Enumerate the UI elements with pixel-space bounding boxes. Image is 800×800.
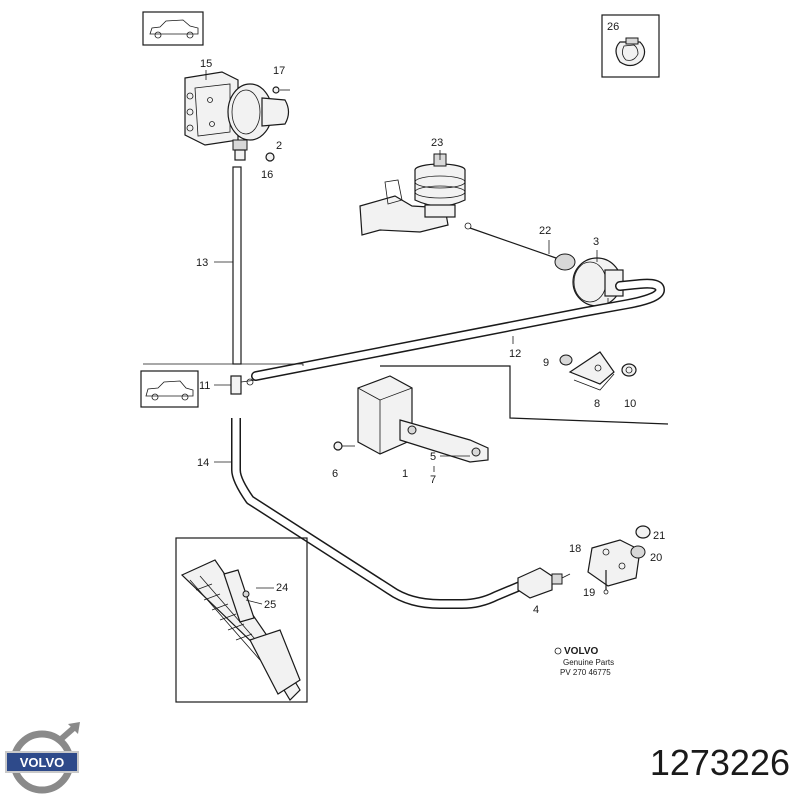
car-inset-top xyxy=(142,11,204,46)
tube-13 xyxy=(232,166,242,365)
callout-2: 2 xyxy=(276,140,282,152)
stamp-line1: Genuine Parts xyxy=(563,658,614,667)
callout-21: 21 xyxy=(653,530,665,542)
screw-16 xyxy=(265,152,275,162)
frame-line-right xyxy=(380,365,669,425)
stamp-brand: VOLVO xyxy=(564,646,598,657)
callout-12: 12 xyxy=(509,348,521,360)
callout-9: 9 xyxy=(543,357,549,369)
logo-text: VOLVO xyxy=(20,755,65,770)
nut-20 xyxy=(630,545,646,559)
callout-11: 11 xyxy=(199,380,210,392)
callout-1: 1 xyxy=(402,468,408,480)
callout-25: 25 xyxy=(264,599,276,611)
control-unit-1 xyxy=(357,375,489,463)
callout-3: 3 xyxy=(593,236,599,248)
stamp-line2: PV 270 46775 xyxy=(560,668,611,677)
callout-5: 5 xyxy=(430,451,436,463)
clip-icon xyxy=(615,37,646,67)
car-silhouette-icon xyxy=(145,380,194,401)
car-inset-mid xyxy=(140,370,199,408)
actuator-assembly-2 xyxy=(184,71,290,161)
callout-6: 6 xyxy=(332,468,338,480)
pedal-inset xyxy=(175,537,308,703)
callout-10: 10 xyxy=(624,398,636,410)
screw-6 xyxy=(333,441,343,451)
screw-17 xyxy=(272,86,280,94)
inset-clip-26: 26 xyxy=(601,14,660,78)
switch-4 xyxy=(517,567,571,599)
callout-4: 4 xyxy=(533,604,539,616)
callout-22: 22 xyxy=(539,225,551,237)
callout-18: 18 xyxy=(569,543,581,555)
callout-13: 13 xyxy=(196,257,208,269)
frame-line-top xyxy=(143,363,304,366)
vacuum-unit-23 xyxy=(359,153,466,236)
clip-21 xyxy=(635,525,651,539)
bracket-8 xyxy=(568,351,615,391)
callout-20: 20 xyxy=(650,552,662,564)
genuine-parts-stamp: VOLVO Genuine Parts PV 270 46775 xyxy=(554,646,614,677)
screw-9 xyxy=(559,354,573,366)
callout-26: 26 xyxy=(607,21,619,33)
bracket-18 xyxy=(587,539,641,595)
callout-15: 15 xyxy=(200,58,212,70)
part-number: 1273226 xyxy=(650,742,790,783)
callout-17: 17 xyxy=(273,65,285,77)
vacuum-servo-3 xyxy=(554,253,624,307)
nut-10 xyxy=(621,363,637,377)
car-silhouette-icon xyxy=(149,19,199,39)
callout-23: 23 xyxy=(431,137,443,149)
volvo-logo-icon: VOLVO xyxy=(5,722,80,794)
callout-16: 16 xyxy=(261,169,273,181)
callout-19: 19 xyxy=(583,587,595,599)
callout-8: 8 xyxy=(594,398,600,410)
callout-24: 24 xyxy=(276,582,288,594)
callout-14: 14 xyxy=(197,457,209,469)
callout-7: 7 xyxy=(430,474,436,486)
cable-22 xyxy=(464,222,557,259)
